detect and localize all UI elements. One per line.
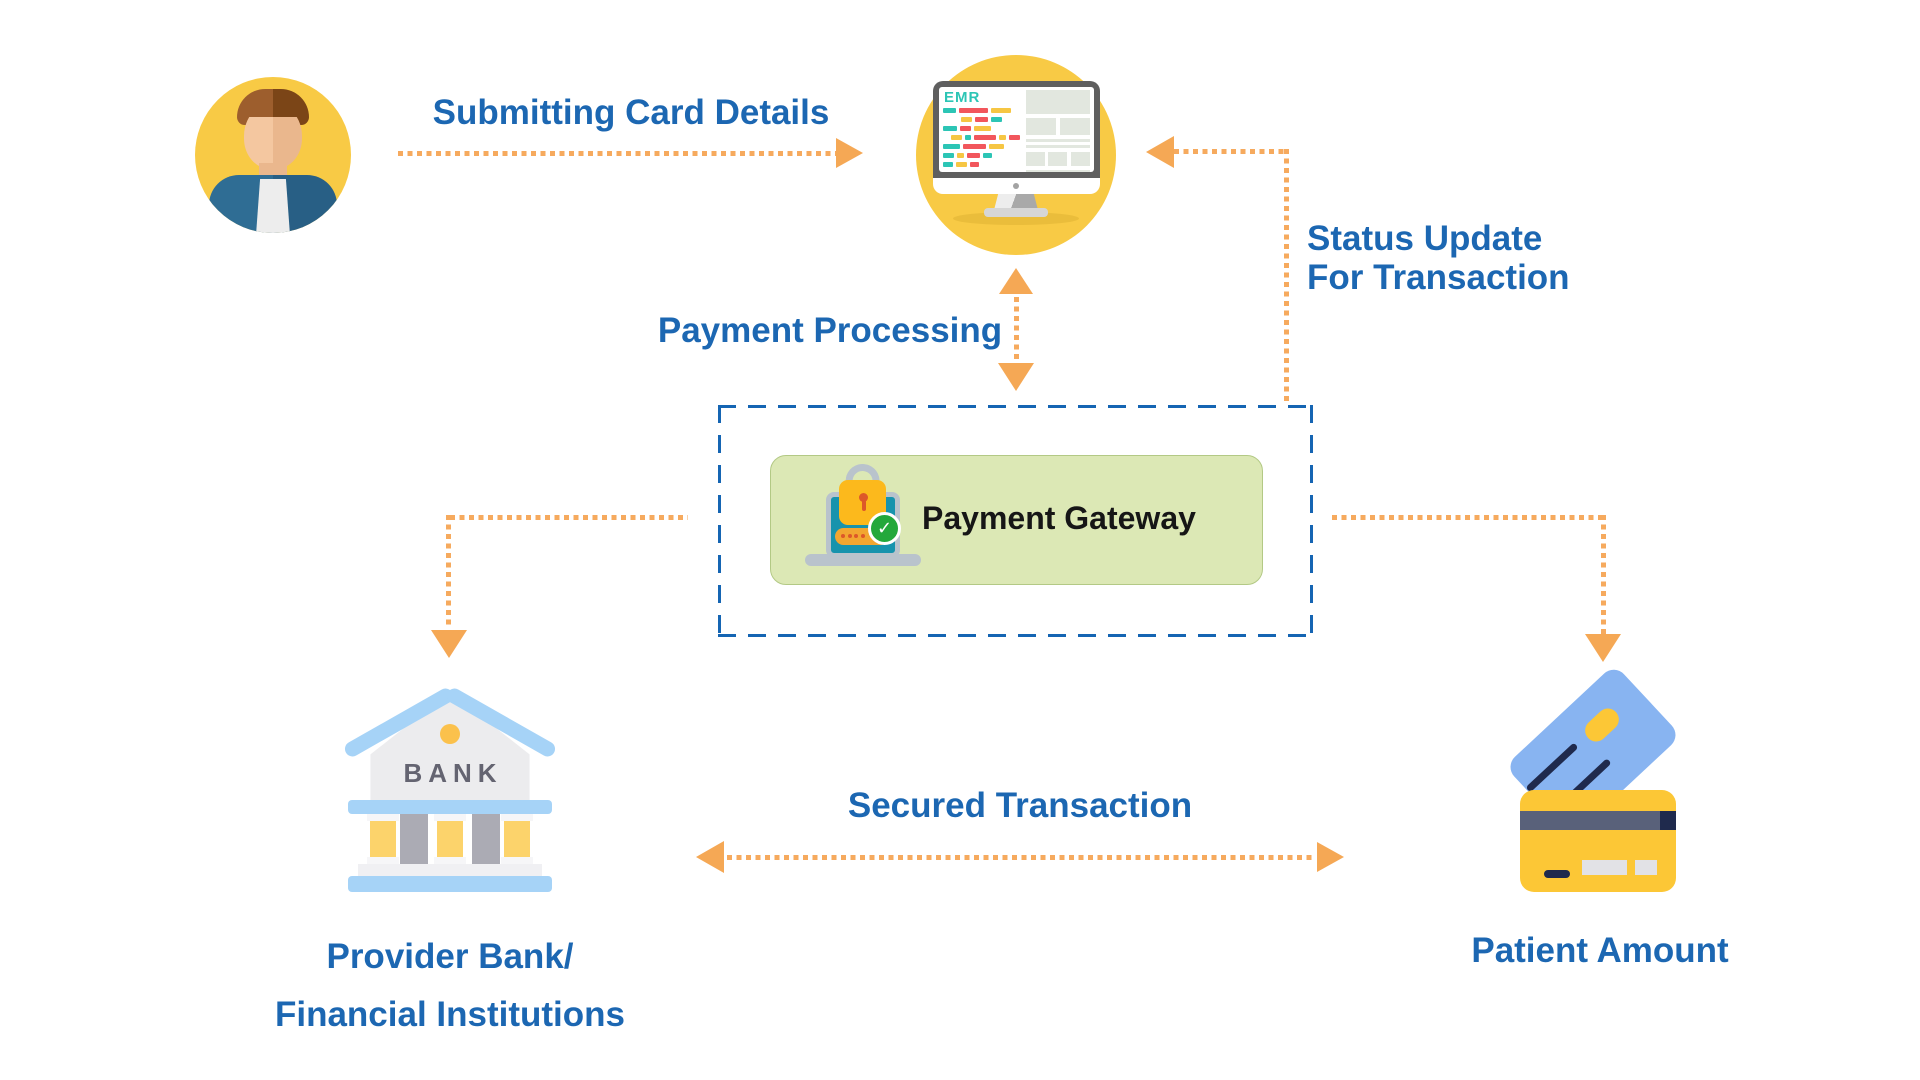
keyhole-icon [859,493,868,502]
bank-column-gray-1 [400,814,428,864]
patient-path-line-vertical [1601,515,1606,634]
payment-processing-up-arrowhead-icon [999,268,1033,294]
provider-bank-label-line2: Financial Institutions [274,995,626,1034]
emr-code-lines [943,108,1023,171]
status-update-line-horizontal [1174,149,1286,154]
yellow-card-magstripe [1520,811,1676,830]
bank-column-cap [434,857,466,864]
patient-path-arrowhead-icon [1585,634,1621,662]
yellow-card [1520,790,1676,892]
credit-cards-icon [1498,664,1688,895]
status-update-line-vertical [1284,149,1289,404]
bank-base [348,876,552,892]
monitor-foot [984,208,1048,217]
gateway-dashed-border-bottom [718,634,1313,637]
bank-column-yellow-1 [370,820,396,860]
bank-gold-circle-icon [440,724,460,744]
check-badge-icon: ✓ [868,512,901,545]
password-dots [841,534,865,538]
submitting-card-details-label: Submitting Card Details [432,93,830,132]
avatar-shirt [256,179,290,233]
user-avatar [195,77,351,233]
secured-left-arrowhead-icon [696,841,724,873]
yellow-card-signature-1 [1582,860,1627,875]
payment-gateway-icon: ✓ [805,461,921,570]
avatar-hair-fringe [241,99,305,117]
bank-column-cap [501,814,533,821]
bank-column-yellow-2 [437,820,463,860]
yellow-card-magstripe-end [1660,811,1676,830]
payment-processing-line [1014,297,1019,361]
monitor-chin-dot [1013,183,1019,189]
provider-bank-label: Provider Bank/ Financial Institutions [250,928,650,1044]
bank-column-cap [367,857,399,864]
bank-path-line-vertical [446,515,451,628]
payment-processing-down-arrowhead-icon [998,363,1034,391]
emr-screen-title: EMR [944,89,981,106]
gateway-dashed-border-left [718,405,721,637]
gateway-dashed-border-top [718,405,1313,408]
bank-path-arrowhead-icon [431,630,467,658]
secured-transaction-label: Secured Transaction [847,786,1193,825]
bank-column-gray-2 [472,814,500,864]
bank-band [348,800,552,814]
submitting-arrow-line [398,151,836,156]
yellow-card-pill [1544,870,1570,878]
patient-path-line-horizontal [1332,515,1604,520]
status-update-label-line2: For Transaction [1307,257,1570,297]
patient-amount-label: Patient Amount [1471,931,1729,970]
bank-column-cap [501,857,533,864]
bank-column-cap [367,814,399,821]
bank-icon: BANK [342,685,558,892]
status-update-label-line1: Status Update [1307,219,1543,258]
secured-right-arrowhead-icon [1317,842,1344,872]
status-update-label: Status Update For Transaction [1307,219,1570,297]
gateway-dashed-border-right [1310,405,1313,637]
keyhole-stem [862,500,866,511]
bank-column-cap [434,814,466,821]
bank-sign: BANK [403,758,503,788]
provider-bank-label-line1: Provider Bank/ [326,937,574,976]
yellow-card-signature-2 [1635,860,1657,875]
payment-processing-label: Payment Processing [657,311,1003,350]
payment-gateway-label: Payment Gateway [922,500,1196,536]
bank-step [358,864,542,876]
monitor-stand [994,193,1038,210]
emr-side-panel [1026,90,1090,172]
bank-column-yellow-3 [504,820,530,860]
secured-line [727,855,1316,860]
submitting-arrowhead-icon [836,138,863,168]
bank-path-line-horizontal [450,515,688,520]
status-update-arrowhead-icon [1146,136,1174,168]
laptop-base-icon [805,554,921,566]
